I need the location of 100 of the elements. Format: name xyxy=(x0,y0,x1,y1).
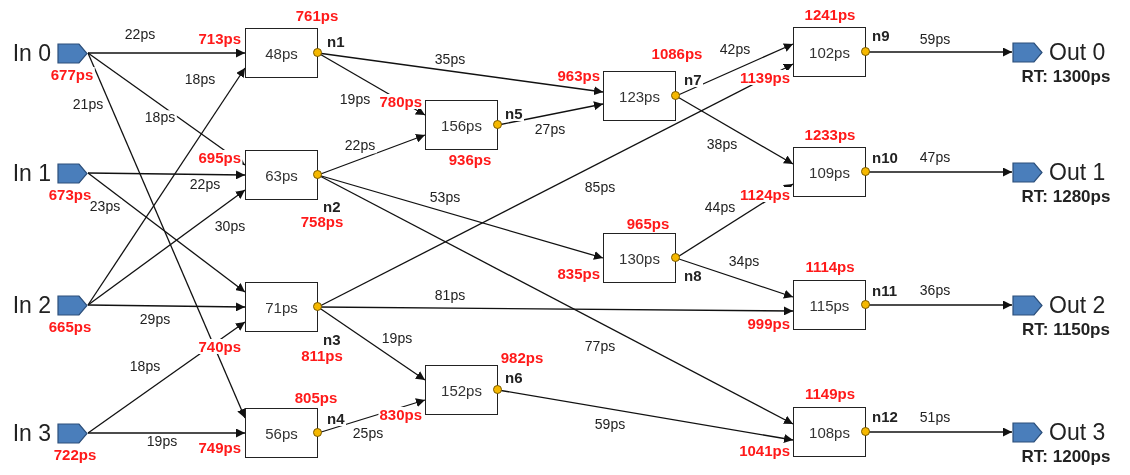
arrival-time-text: 695ps xyxy=(197,150,242,165)
arrival-time-text: 830ps xyxy=(378,407,423,422)
arrival-time-text: 758ps xyxy=(299,214,345,229)
edge-label: 19ps xyxy=(379,331,415,347)
node-name: n3 xyxy=(322,332,342,347)
arrival-time-text: 965ps xyxy=(625,216,671,231)
edge-label: 25ps xyxy=(350,426,386,442)
arrow xyxy=(87,67,246,306)
arrival-time-text: 780ps xyxy=(378,94,423,109)
edge-label: 42ps xyxy=(717,42,753,58)
delay-text: 115ps xyxy=(809,296,850,314)
arrival-time-text: 665ps xyxy=(47,319,93,334)
edge-label: 81ps xyxy=(432,288,468,304)
port-label: Out 2 xyxy=(1049,293,1106,317)
edge-label: 29ps xyxy=(137,312,173,328)
node-name: n1 xyxy=(326,34,346,49)
arrival-time-text: 936ps xyxy=(447,152,493,167)
delay-text: 63ps xyxy=(265,166,298,184)
edge-label: 44ps xyxy=(702,200,738,216)
arrow xyxy=(87,172,246,293)
edge-label: 18ps xyxy=(182,72,218,88)
arrival-time-text: 963ps xyxy=(556,68,601,83)
node-name: n10 xyxy=(871,150,899,165)
edge-label: 36ps xyxy=(917,283,953,299)
node-name: n6 xyxy=(504,370,524,385)
node-name: n2 xyxy=(322,199,342,214)
delay-text: 123ps xyxy=(619,87,660,105)
edge-label: 19ps xyxy=(144,434,180,450)
edge-label: 22ps xyxy=(187,177,223,193)
arrival-time-text: 749ps xyxy=(197,440,242,455)
delay-text: 130ps xyxy=(619,249,660,267)
port-label: In 2 xyxy=(12,293,51,317)
edge-label: 34ps xyxy=(726,254,762,270)
node-name: n7 xyxy=(683,72,703,87)
edge-label: 19ps xyxy=(337,92,373,108)
arrival-time-text: 673ps xyxy=(47,187,93,202)
edge-label: 59ps xyxy=(592,417,628,433)
node-name: n8 xyxy=(683,268,703,283)
node-name: n4 xyxy=(326,411,346,426)
edge-label: 85ps xyxy=(582,180,618,196)
required-time-text: RT: 1150ps xyxy=(1021,321,1111,338)
node-name: n5 xyxy=(504,106,524,121)
edge-label: 35ps xyxy=(432,52,468,68)
node-name: n12 xyxy=(871,409,899,424)
arrow xyxy=(87,48,246,58)
arrival-time-text: 713ps xyxy=(197,31,242,46)
arrival-time-text: 1241ps xyxy=(803,7,857,22)
arrival-time-text: 740ps xyxy=(197,339,242,354)
arrival-time-text: 1149ps xyxy=(804,386,856,401)
edge-label: 38ps xyxy=(704,137,740,153)
arrival-time-text: 811ps xyxy=(300,348,344,363)
edge-label: 22ps xyxy=(122,27,158,43)
arrival-time-text: 1233ps xyxy=(803,127,857,142)
arrival-time-text: 835ps xyxy=(556,266,601,281)
node-name: n9 xyxy=(871,28,891,43)
edge-label: 18ps xyxy=(142,110,178,126)
port-label: Out 3 xyxy=(1049,420,1106,444)
delay-text: 109ps xyxy=(809,163,850,181)
arrow xyxy=(87,428,246,438)
arrow xyxy=(87,189,246,306)
required-time-text: RT: 1200ps xyxy=(1020,448,1112,465)
delay-text: 152ps xyxy=(441,381,482,399)
required-time-text: RT: 1280ps xyxy=(1020,188,1112,205)
delay-text: 48ps xyxy=(265,44,298,62)
port-label: In 1 xyxy=(12,161,51,185)
delay-text: 102ps xyxy=(809,43,850,61)
edge-label: 51ps xyxy=(917,410,953,426)
arrival-time-text: 982ps xyxy=(499,350,545,365)
edge-label: 59ps xyxy=(917,32,953,48)
arrow xyxy=(87,52,246,419)
edge-label: 18ps xyxy=(127,359,163,375)
port-label: Out 1 xyxy=(1049,160,1106,184)
required-time-text: RT: 1300ps xyxy=(1020,68,1112,85)
edge-label: 47ps xyxy=(917,150,953,166)
edge-label: 23ps xyxy=(87,199,123,215)
arrival-time-text: 722ps xyxy=(52,447,98,462)
arrival-time-text: 805ps xyxy=(293,390,339,405)
arrival-time-text: 1114ps xyxy=(804,259,856,274)
edge-label: 27ps xyxy=(532,122,568,138)
arrow xyxy=(87,170,246,180)
arrival-time-text: 1041ps xyxy=(738,443,791,458)
arrival-time-text: 677ps xyxy=(49,67,95,82)
edge-label: 77ps xyxy=(582,339,618,355)
arrival-time-text: 1086ps xyxy=(650,46,704,61)
port-label: In 0 xyxy=(12,41,51,65)
delay-text: 56ps xyxy=(265,424,298,442)
arrival-time-text: 1124ps xyxy=(738,187,791,202)
edge-label: 53ps xyxy=(427,190,463,206)
edge-label: 30ps xyxy=(212,219,248,235)
arrival-time-text: 761ps xyxy=(294,8,340,23)
arrival-time-text: 999ps xyxy=(746,316,791,331)
delay-text: 71ps xyxy=(265,298,298,316)
delay-text: 156ps xyxy=(441,116,482,134)
edge-label: 22ps xyxy=(342,138,378,154)
delay-text: 108ps xyxy=(809,423,850,441)
port-label: Out 0 xyxy=(1049,40,1106,64)
node-name: n11 xyxy=(871,283,899,298)
arrow xyxy=(87,302,246,312)
edge-label: 21ps xyxy=(70,97,106,113)
port-label: In 3 xyxy=(12,421,51,445)
